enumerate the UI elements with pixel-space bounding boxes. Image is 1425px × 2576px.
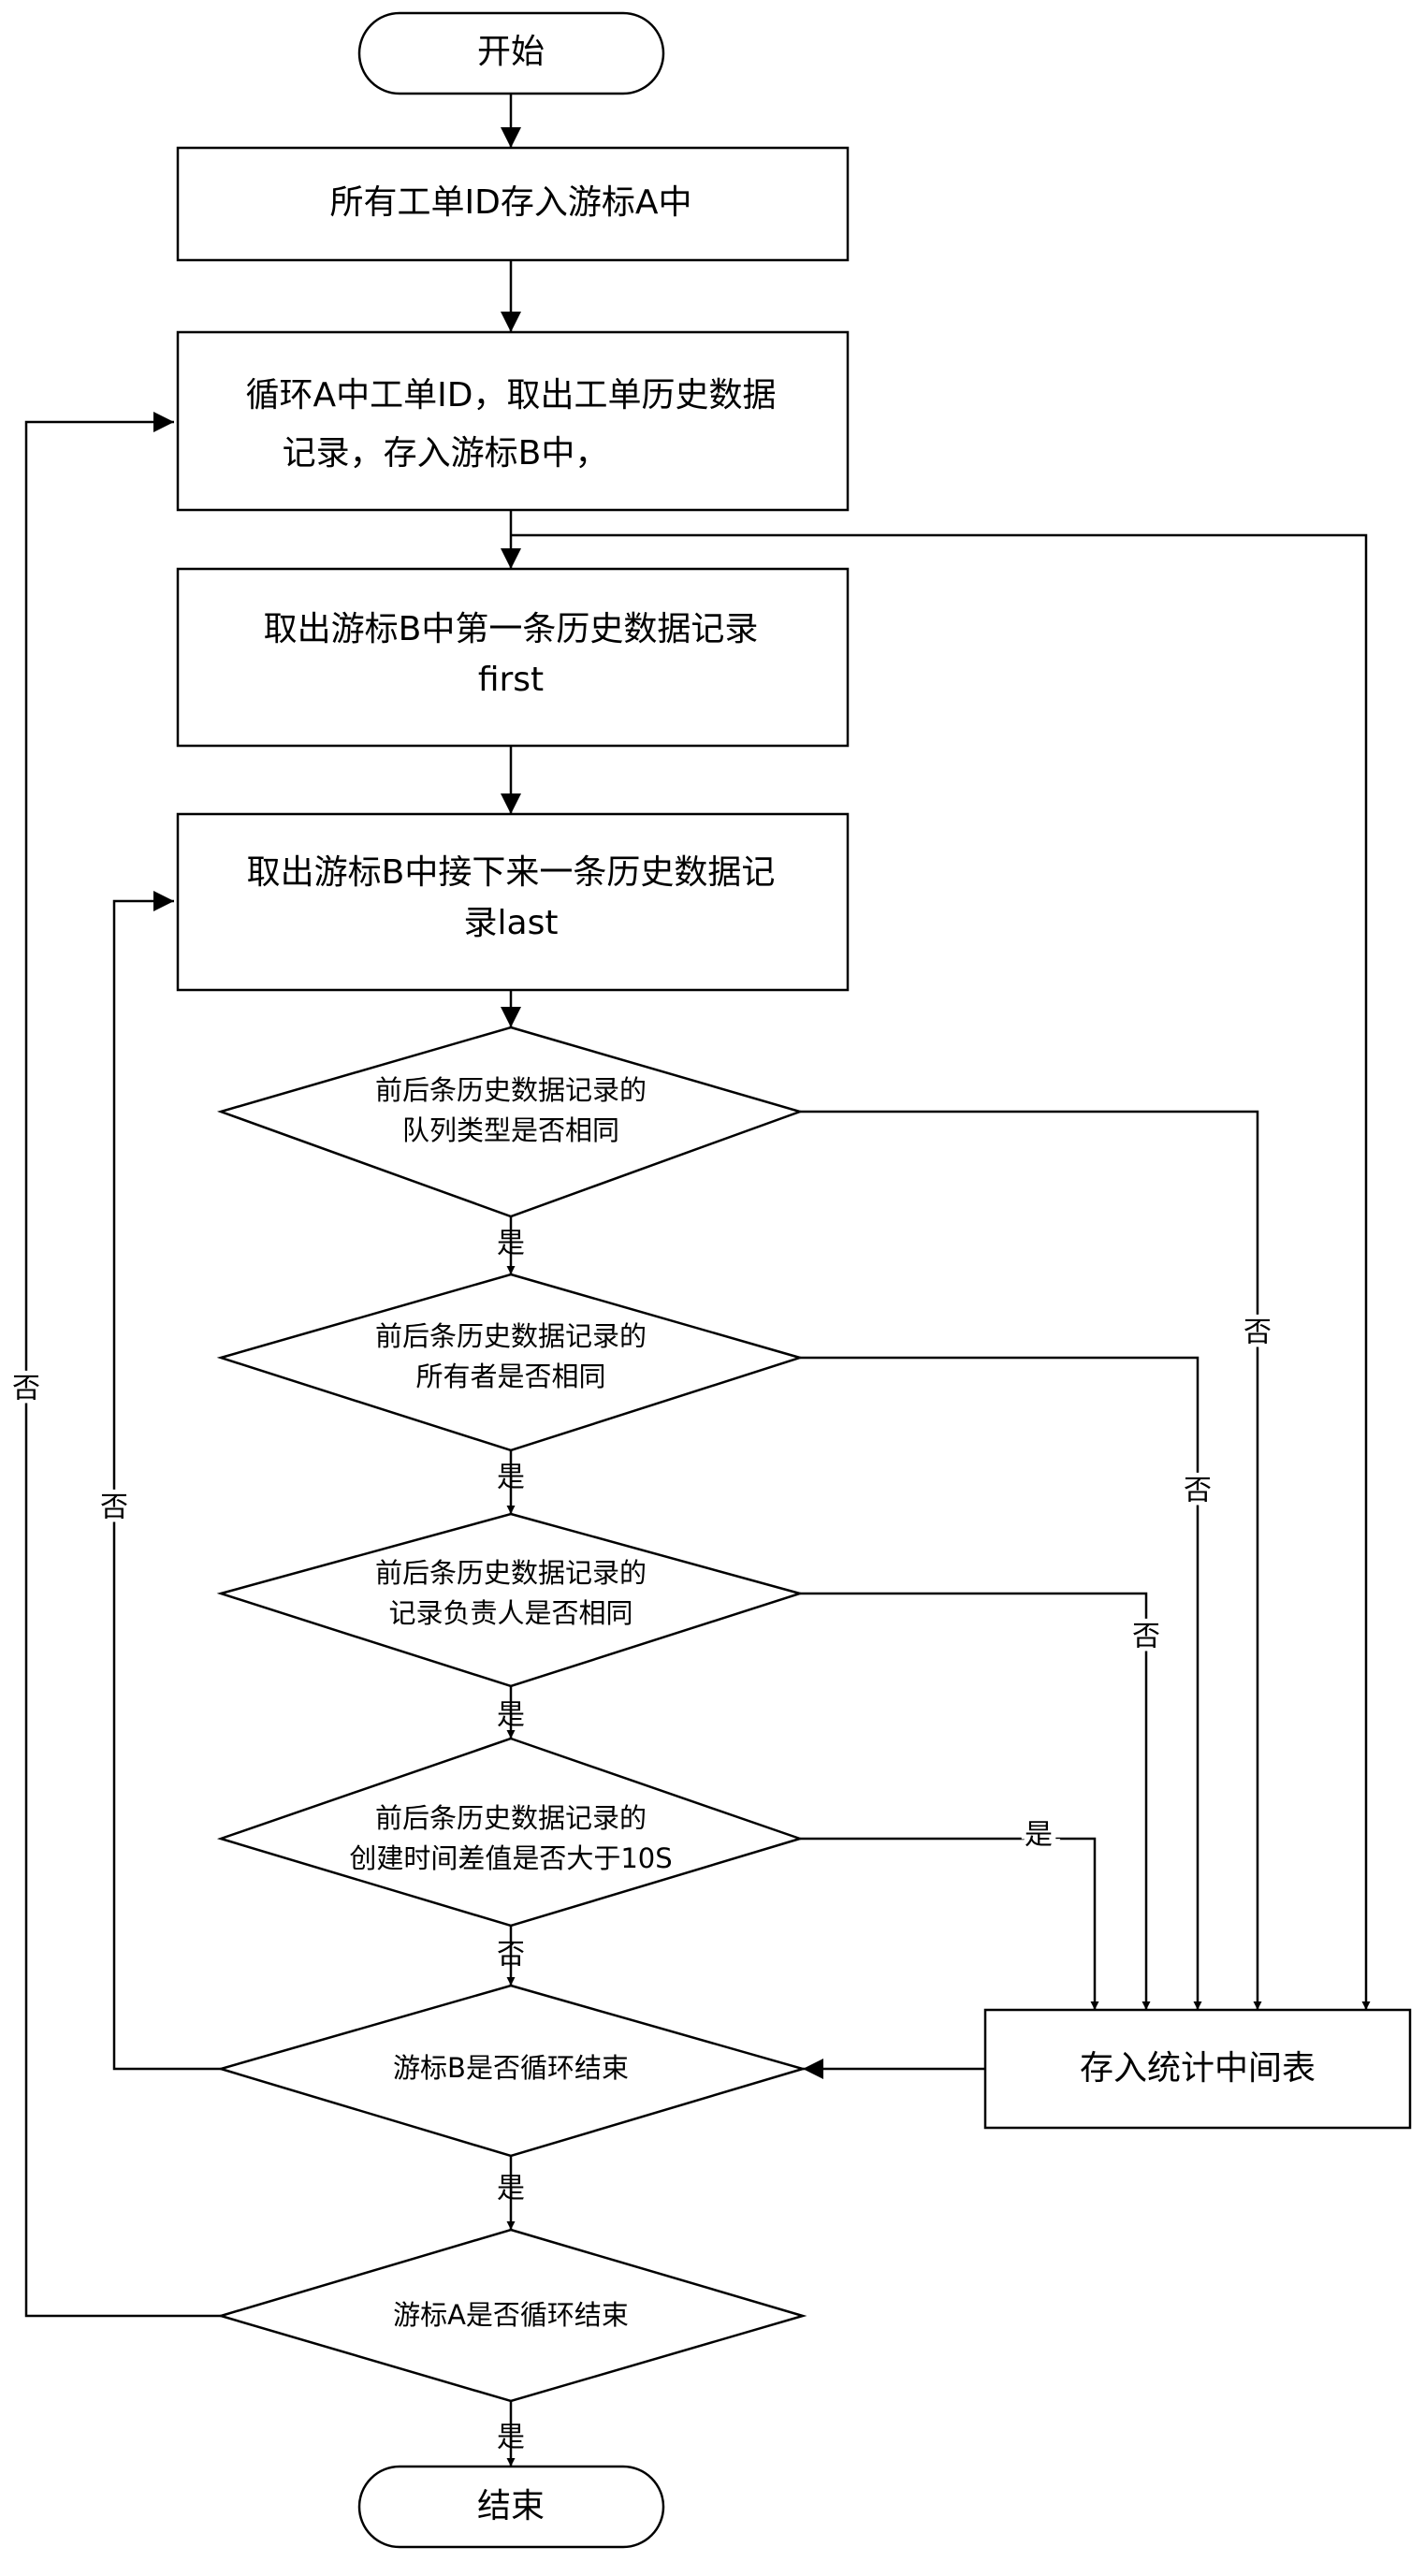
edge-q-owner-no — [800, 1356, 1202, 2010]
node-end: 结束 — [357, 2465, 665, 2549]
node-loop-a: 循环A中工单ID，取出工单历史数据 记录，存入游标B中， — [176, 330, 850, 512]
decision-time-diff-label-1: 前后条历史数据记录的 — [375, 1802, 647, 1834]
node-start-label: 开始 — [477, 33, 545, 71]
label-q-end-b-yes: 是 — [497, 2173, 525, 2205]
edge-q-queue-no — [800, 1110, 1262, 2010]
node-loop-a-label-1: 循环A中工单ID，取出工单历史数据 — [246, 376, 777, 415]
node-first: 取出游标B中第一条历史数据记录 first — [176, 567, 850, 748]
decision-responsible-label-1: 前后条历史数据记录的 — [375, 1557, 647, 1589]
node-store-stats-label: 存入统计中间表 — [1080, 2049, 1316, 2088]
edge-labels: 是 是 是 否 是 是 否 否 否 是 否 否 — [7, 1228, 1276, 2454]
decision-owner-label-2: 所有者是否相同 — [415, 1361, 605, 1392]
label-q-owner-yes: 是 — [497, 1462, 525, 1494]
node-next-label-2: 录last — [464, 904, 559, 942]
edge-q-resp-no — [800, 1592, 1151, 2010]
decision-responsible: 前后条历史数据记录的 记录负责人是否相同 — [216, 1512, 805, 1688]
decision-owner-label-1: 前后条历史数据记录的 — [375, 1320, 647, 1352]
node-loop-a-label-2: 记录，存入游标B中， — [283, 434, 609, 473]
node-first-label-1: 取出游标B中第一条历史数据记录 — [264, 610, 759, 648]
decision-cursor-b-end: 游标B是否循环结束 — [216, 1984, 807, 2158]
node-store-stats: 存入统计中间表 — [983, 2008, 1412, 2130]
decision-cursor-b-end-label: 游标B是否循环结束 — [393, 2052, 629, 2084]
label-q-resp-no: 否 — [1132, 1621, 1160, 1653]
node-end-label: 结束 — [477, 2487, 545, 2525]
label-q-time-no: 否 — [497, 1939, 525, 1972]
label-q-resp-yes: 是 — [497, 1699, 525, 1732]
decision-cursor-a-end-label: 游标A是否循环结束 — [393, 2299, 629, 2331]
decision-owner: 前后条历史数据记录的 所有者是否相同 — [216, 1273, 805, 1452]
edges — [24, 94, 1371, 2467]
node-start: 开始 — [357, 11, 665, 95]
node-next-label-1: 取出游标B中接下来一条历史数据记 — [247, 853, 776, 892]
label-q-end-a-no: 否 — [12, 1373, 40, 1405]
decision-queue-type-label-2: 队列类型是否相同 — [402, 1114, 619, 1146]
decision-cursor-a-end: 游标A是否循环结束 — [216, 2228, 807, 2403]
edge-q-end-a-no — [24, 412, 221, 2318]
edge-q-time-yes — [800, 1837, 1099, 2010]
label-q-queue-no: 否 — [1243, 1317, 1272, 1349]
decision-queue-type: 前后条历史数据记录的 队列类型是否相同 — [216, 1026, 805, 1218]
decision-time-diff: 前后条历史数据记录的 创建时间差值是否大于10S — [216, 1737, 805, 1928]
edge-q-end-b-no — [112, 891, 221, 2071]
label-q-queue-yes: 是 — [497, 1228, 525, 1260]
label-q-owner-no: 否 — [1184, 1475, 1212, 1507]
node-first-label-2: first — [478, 661, 544, 699]
label-q-end-b-no: 否 — [100, 1492, 128, 1524]
decision-queue-type-label-1: 前后条历史数据记录的 — [375, 1074, 647, 1106]
node-next: 取出游标B中接下来一条历史数据记 录last — [176, 812, 850, 992]
decision-responsible-label-2: 记录负责人是否相同 — [388, 1597, 633, 1629]
node-store-a: 所有工单ID存入游标A中 — [176, 146, 850, 262]
node-store-a-label: 所有工单ID存入游标A中 — [330, 183, 692, 222]
edge-loop-a-to-store-stats — [511, 533, 1371, 2010]
label-q-time-yes: 是 — [1025, 1819, 1053, 1852]
label-q-end-a-yes: 是 — [497, 2422, 525, 2454]
decision-time-diff-label-2: 创建时间差值是否大于10S — [349, 1842, 672, 1874]
